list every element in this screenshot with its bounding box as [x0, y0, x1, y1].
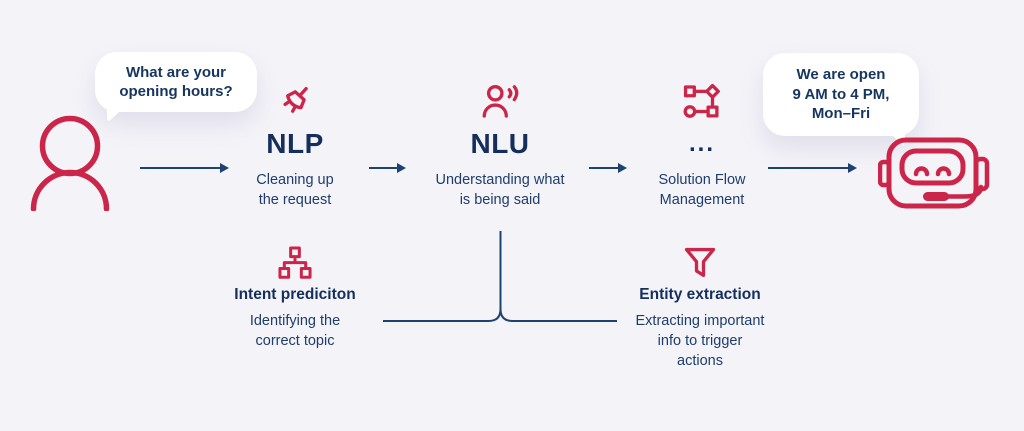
substage-entity-extraction: Entity extraction Extracting important i… [610, 243, 790, 371]
substage-title-entity: Entity extraction [639, 286, 761, 303]
workflow-icon [681, 78, 723, 124]
stage-title-nlp: NLP [266, 128, 324, 159]
stage-nlu: NLU Understanding what is being said [405, 78, 595, 210]
substage-subtitle-entity: Extracting important info to trigger act… [635, 313, 765, 369]
person-icon [30, 113, 110, 211]
stage-nlp: NLP Cleaning up the request [213, 78, 377, 210]
bot-speech-bubble: We are open 9 AM to 4 PM, Mon–Fri [763, 53, 919, 147]
stage-title-nlu: NLU [470, 128, 530, 159]
user-question-text: What are your opening hours? [119, 63, 233, 101]
robot-icon [878, 135, 994, 219]
funnel-icon [681, 243, 719, 283]
sitemap-icon [276, 243, 314, 283]
flow-arrow-user-to-nlp [140, 163, 229, 173]
flow-arrow-flow-to-bot [768, 163, 857, 173]
flow-arrow-nlu-to-flow [589, 163, 627, 173]
substage-intent-prediction: Intent prediciton Identifying the correc… [213, 243, 377, 351]
stage-subtitle-nlu: Understanding what is being said [435, 172, 565, 208]
user-speech-bubble: What are your opening hours? [95, 52, 257, 123]
flow-arrow-nlp-to-nlu [369, 163, 406, 173]
substage-subtitle-intent: Identifying the correct topic [249, 313, 341, 349]
stage-title-dots: ... [688, 130, 715, 157]
stage-solution-flow: ... Solution Flow Management [617, 78, 787, 210]
branch-connector [383, 231, 617, 325]
stage-subtitle-solution-flow: Solution Flow Management [658, 172, 746, 208]
substage-title-intent: Intent prediciton [234, 286, 356, 303]
stage-subtitle-nlp: Cleaning up the request [256, 172, 334, 208]
broom-icon [274, 78, 316, 124]
bubble-tail [107, 101, 131, 123]
person-speaking-icon [479, 78, 521, 124]
bot-answer-text: We are open 9 AM to 4 PM, Mon–Fri [792, 66, 890, 123]
